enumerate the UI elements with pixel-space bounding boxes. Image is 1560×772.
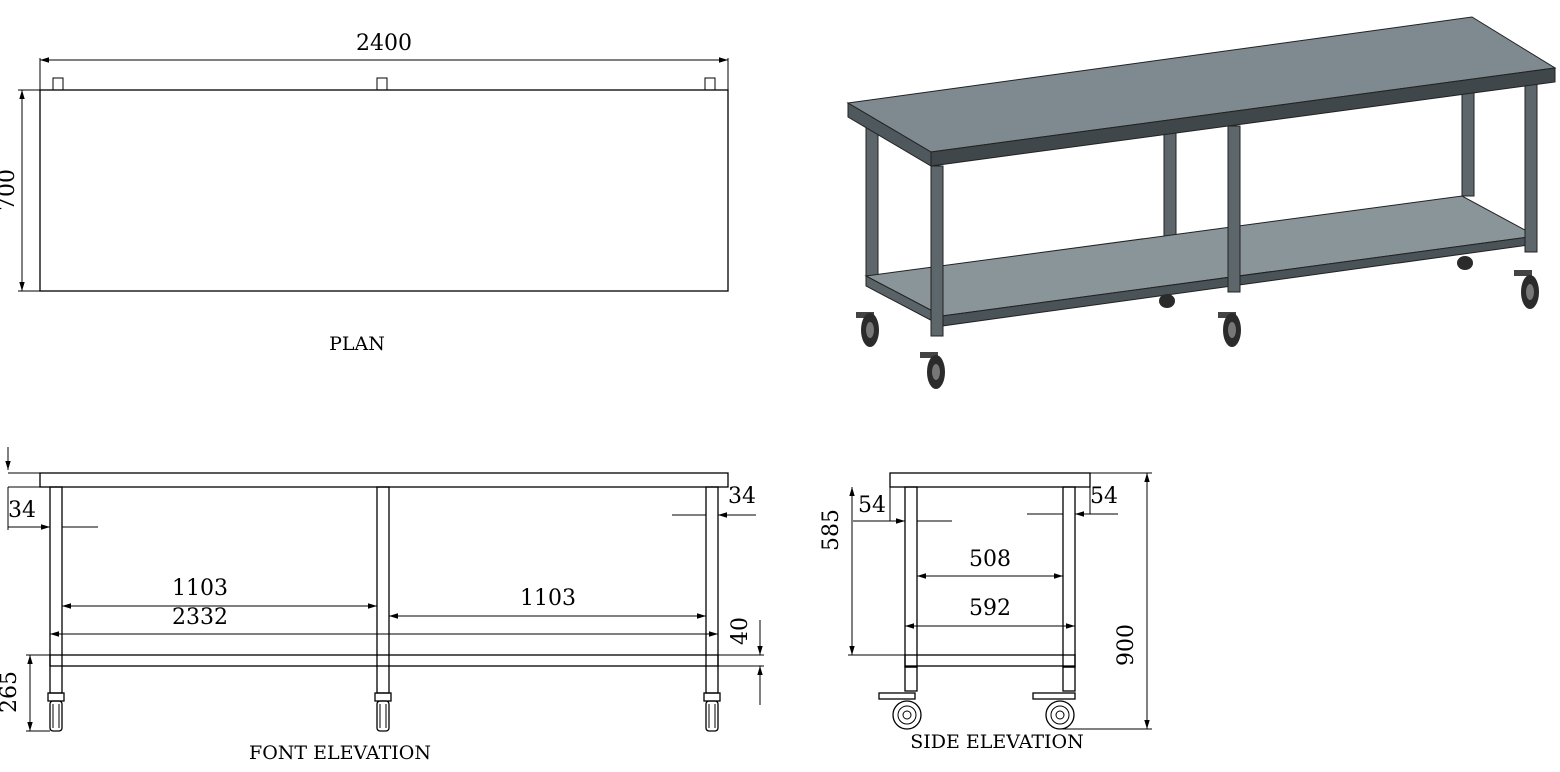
isometric-view (846, 16, 1557, 389)
front-caster-right (703, 692, 721, 732)
iso-caster-rear-right (1457, 256, 1473, 270)
side-elevation-view: 54 54 508 592 585 900 SIDE ELEVATION (819, 472, 1152, 753)
iso-leg-front-mid (1227, 125, 1241, 293)
iso-leg-rear-mid (1163, 132, 1177, 239)
plan-view: 2400 700 PLAN (0, 31, 729, 355)
front-shelf-thickness: 40 (728, 617, 753, 645)
front-leg-right (705, 486, 719, 694)
side-leg-right (1062, 486, 1076, 668)
front-elevation-view: 34 34 1103 1103 2332 40 265 FONT ELEVATI… (0, 447, 764, 764)
side-outer-depth: 592 (969, 596, 1011, 621)
plan-width-dimension: 2400 (356, 31, 412, 56)
side-inner-depth: 508 (969, 547, 1011, 572)
plan-depth-dimension: 700 (0, 169, 20, 211)
iso-leg-rear-right (1461, 91, 1475, 197)
iso-leg-front-right (1524, 83, 1538, 253)
front-undershelf (49, 654, 719, 667)
front-elevation-caption: FONT ELEVATION (249, 742, 431, 764)
plan-upstand-left (52, 77, 64, 91)
side-caster-left (878, 666, 922, 730)
front-shelf-height: 265 (0, 671, 22, 713)
front-span-left: 1103 (172, 576, 228, 601)
iso-caster-front-left (920, 352, 945, 389)
iso-caster-rear-left (856, 312, 879, 347)
side-leg-left (904, 486, 918, 668)
side-undershelf (904, 654, 1076, 667)
iso-leg-rear-left (865, 127, 879, 279)
front-tabletop (39, 472, 729, 488)
iso-tabletop-side (847, 102, 932, 167)
side-caster-right (1032, 666, 1076, 730)
side-leg-offset-left: 54 (858, 493, 886, 518)
front-leg-offset-left: 34 (8, 498, 36, 523)
front-leg-offset-right: 34 (728, 484, 756, 509)
front-caster-left (47, 692, 65, 732)
plan-upstand-right (704, 77, 716, 91)
iso-caster-rear-mid (1159, 294, 1175, 308)
side-tabletop (889, 472, 1091, 488)
side-total-height: 900 (1114, 624, 1139, 666)
plan-caption: PLAN (329, 333, 385, 355)
iso-caster-front-mid (1218, 312, 1241, 347)
front-caster-mid (374, 692, 392, 732)
plan-tabletop-outline (39, 89, 729, 292)
front-span-right: 1103 (520, 586, 576, 611)
front-leg-mid (376, 486, 390, 694)
side-clear-height: 585 (819, 509, 844, 551)
iso-caster-front-right (1514, 270, 1539, 309)
front-leg-left (49, 486, 63, 694)
side-elevation-caption: SIDE ELEVATION (910, 731, 1084, 753)
side-leg-offset-right: 54 (1090, 484, 1118, 509)
front-inner-width: 2332 (172, 605, 228, 630)
iso-leg-front-left (930, 165, 944, 337)
plan-upstand-mid (376, 77, 388, 91)
